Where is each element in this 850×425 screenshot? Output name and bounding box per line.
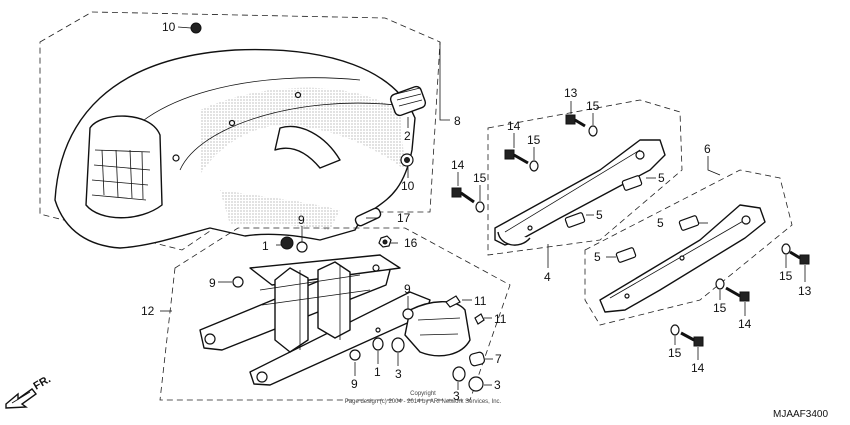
callout-9-right: 9 (404, 282, 411, 296)
callout-5-c: 5 (657, 216, 664, 230)
callout-15-a: 15 (586, 99, 600, 113)
copyright-line-1: Copyright (410, 391, 436, 397)
nut-9-bottom (349, 349, 361, 361)
bolt-14-lower (451, 187, 475, 204)
callout-3-left: 3 (395, 367, 402, 381)
callout-1-top: 1 (262, 239, 269, 253)
callout-10-top: 10 (162, 20, 176, 34)
side-bracket-4 (494, 139, 666, 246)
grommet-3-c (468, 376, 484, 392)
callout-6: 6 (704, 142, 711, 156)
callout-14-bottom: 14 (691, 361, 705, 375)
callout-3-middle: 3 (453, 389, 460, 403)
rubber-5-c (678, 215, 700, 231)
bolt-14-right (725, 286, 750, 302)
callout-13-top: 13 (564, 86, 578, 100)
callout-3-right: 3 (494, 378, 501, 392)
callout-7: 7 (495, 352, 502, 366)
callout-11-upper: 11 (474, 294, 487, 308)
rubber-5-b (621, 175, 643, 191)
callout-12: 12 (141, 304, 155, 318)
callout-14-right: 14 (738, 317, 752, 331)
callout-17: 17 (397, 211, 411, 225)
callout-9-left: 9 (209, 276, 216, 290)
clip-17 (354, 207, 382, 227)
callout-15-f: 15 (668, 346, 682, 360)
callout-15-d: 15 (779, 269, 793, 283)
washer-15-e (715, 278, 725, 290)
front-direction-label: FR. (32, 373, 53, 392)
callout-16: 16 (404, 236, 418, 250)
callout-13-right: 13 (798, 284, 812, 298)
side-bracket-6 (599, 204, 766, 313)
callout-5-a: 5 (658, 171, 665, 185)
diagram-code: MJAAF3400 (773, 409, 828, 420)
bolt-14-upper (504, 149, 529, 165)
washer-15-a (588, 125, 598, 137)
callout-labels: 10 2 8 10 17 16 9 1 9 12 9 11 11 7 9 1 3… (141, 20, 812, 403)
washer-15-b (529, 160, 539, 172)
rear-fender-frame (199, 254, 471, 386)
callout-14-lower: 14 (451, 158, 465, 172)
collar-7 (468, 351, 486, 367)
washer-15-c (475, 201, 485, 213)
callout-10-lower: 10 (401, 179, 415, 193)
rubber-5-d (615, 247, 637, 263)
bolt-13-right (789, 250, 810, 265)
bracket-4-group-outline (487, 99, 683, 256)
callout-5-d: 5 (594, 250, 601, 264)
callout-4: 4 (544, 270, 551, 284)
rear-fender (54, 48, 416, 249)
grommet-3-a (391, 337, 405, 353)
callout-15-c: 15 (473, 171, 487, 185)
clip-11-b (474, 313, 485, 325)
callout-2: 2 (404, 129, 411, 143)
callout-9-bottom: 9 (351, 377, 358, 391)
callout-11-lower: 11 (494, 312, 507, 326)
nut-9-right (402, 308, 414, 320)
grommet-top (190, 22, 202, 34)
callout-14-upper: 14 (507, 119, 521, 133)
leader-lines (160, 26, 806, 390)
rubber-5-a (564, 212, 586, 228)
reflector (389, 85, 427, 117)
nut-9-top (296, 241, 308, 253)
collar-1-bottom (372, 337, 384, 351)
callout-9-top: 9 (298, 213, 305, 227)
bolt-13-top (565, 114, 586, 128)
collar-1-top (280, 236, 294, 250)
clip-11-a (445, 295, 461, 308)
callout-8: 8 (454, 114, 461, 128)
washer-15-d (781, 243, 791, 255)
frame-group-outline (159, 227, 511, 401)
callout-5-b: 5 (596, 208, 603, 222)
grommet-3-b (452, 366, 466, 382)
nut-9-left (232, 276, 244, 288)
callout-15-b: 15 (527, 133, 541, 147)
copyright-line-2: Page design (c) 2004 - 2014 by ARI Netwo… (345, 399, 502, 405)
bracket-6-group-outline (584, 169, 793, 326)
nut-16 (378, 235, 392, 248)
bolt-14-bottom (680, 331, 704, 347)
front-direction-arrow-icon (5, 388, 38, 409)
callout-15-e: 15 (713, 301, 727, 315)
washer-15-f (670, 324, 680, 336)
callout-1-bottom: 1 (374, 365, 381, 379)
